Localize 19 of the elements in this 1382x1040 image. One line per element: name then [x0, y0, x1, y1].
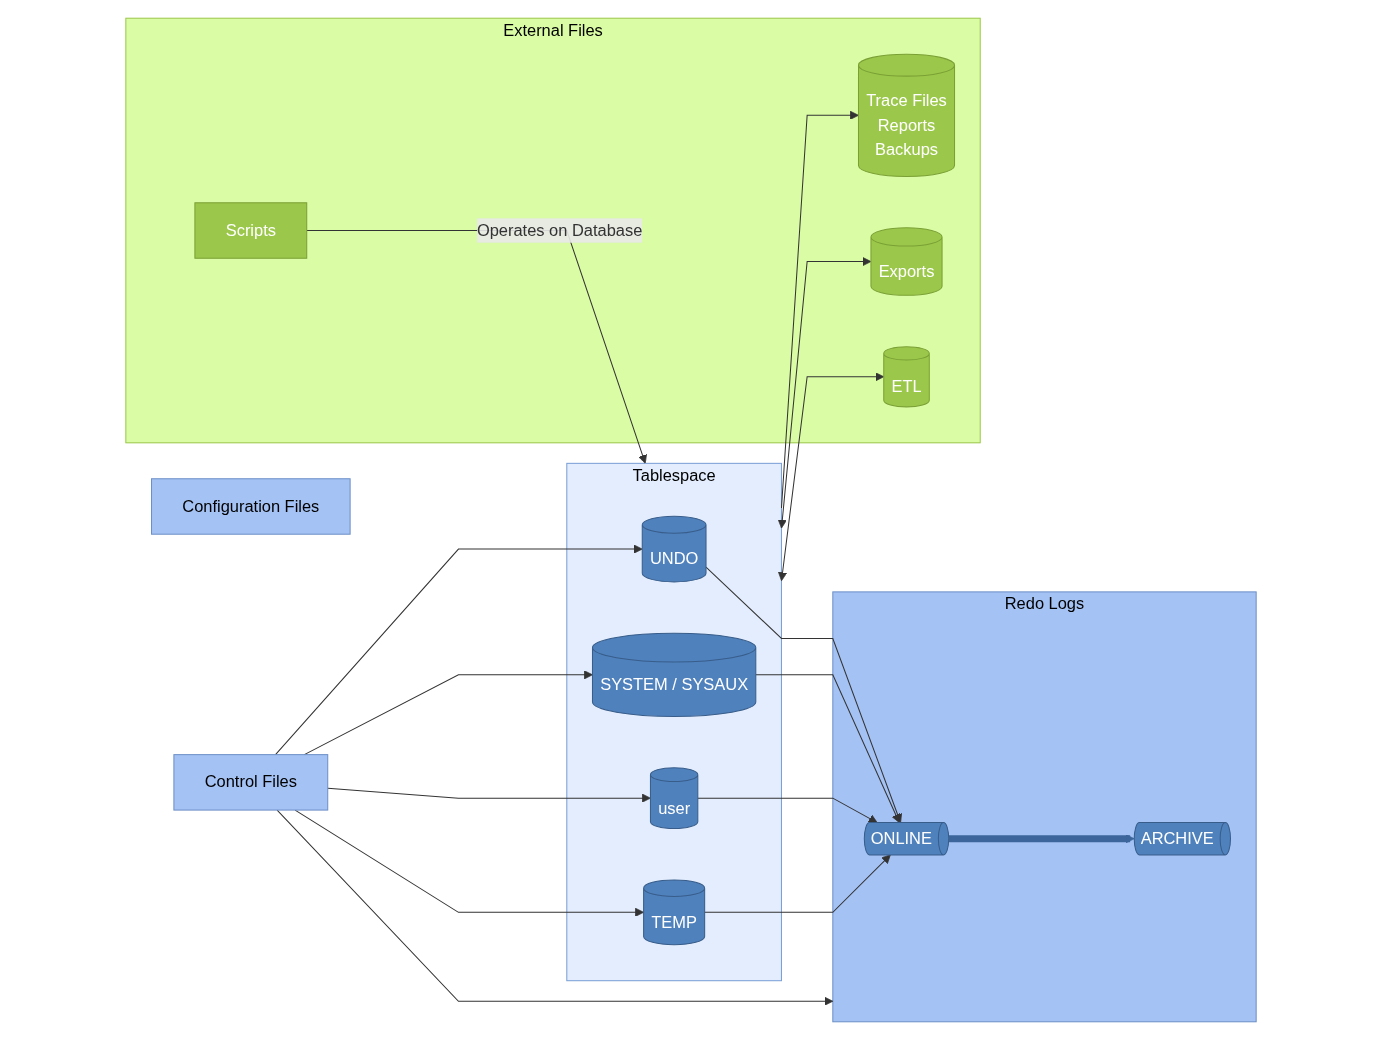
arrow: [777, 257, 872, 529]
arrow: [705, 566, 902, 823]
node-text: ONLINE: [870, 829, 932, 847]
arrow: [755, 674, 901, 823]
node-box: Scripts: [194, 202, 308, 259]
arrow: [778, 372, 885, 582]
arrow: [327, 787, 651, 803]
node-box: Configuration Files: [151, 478, 351, 535]
arrow: [697, 797, 878, 823]
node-text: ARCHIVE: [1140, 829, 1214, 847]
arrow: [704, 854, 891, 913]
node-box: Control Files: [173, 754, 329, 811]
arrow: [275, 544, 643, 756]
arrow: [780, 110, 859, 509]
arrow: [303, 670, 593, 756]
edge-label: Operates on Database: [476, 221, 643, 239]
arrow: [276, 809, 834, 1006]
arrow: [948, 834, 1135, 844]
arrow: [294, 809, 644, 917]
